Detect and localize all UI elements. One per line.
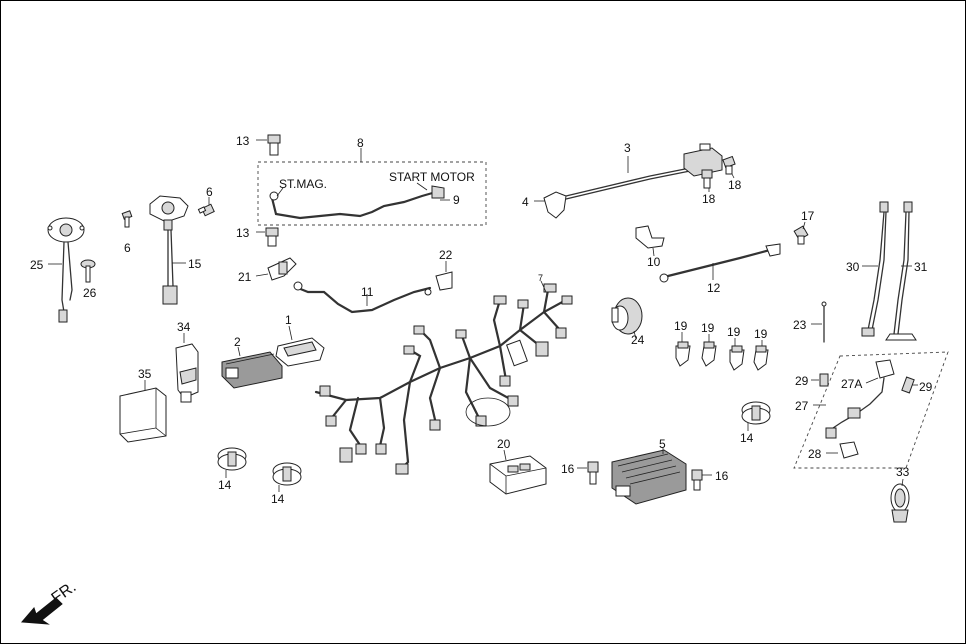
callout-19-b: 19: [701, 321, 715, 335]
part-22-terminal-cover: [435, 271, 453, 291]
callout-31: 31: [914, 260, 928, 274]
callout-26: 26: [83, 286, 97, 300]
callout-27: 27: [795, 399, 809, 413]
part-17-bolt: [793, 225, 809, 245]
part-19-clip-c: [729, 345, 745, 371]
part-19-clip-b: [701, 341, 717, 367]
callout-12: 12: [707, 281, 721, 295]
callout-19-d: 19: [754, 327, 768, 341]
callout-8: 8: [357, 136, 364, 150]
part-4-plug-cap: [543, 191, 567, 219]
part-20-control-unit: [489, 455, 547, 495]
callout-18-a: 18: [702, 192, 716, 206]
part-3-ignition-coil: [565, 143, 723, 200]
part-11-battery-cable: [293, 281, 432, 314]
part-35-module: [119, 387, 167, 443]
part-34-relay: [175, 343, 199, 403]
callout-18-b: 18: [728, 178, 742, 192]
callout-35: 35: [138, 367, 152, 381]
part-24-horn: [611, 297, 643, 335]
callout-19-a: 19: [674, 319, 688, 333]
callout-34: 34: [177, 320, 191, 334]
callout-4: 4: [522, 195, 529, 209]
callout-1: 1: [285, 313, 292, 327]
part-18-bolt-b: [722, 155, 736, 175]
part-19-clip-a: [675, 341, 691, 367]
part-19-clip-d: [753, 345, 769, 371]
part-14-clamp-c: [741, 401, 771, 425]
callout-20: 20: [497, 437, 511, 451]
callout-7: 7: [538, 273, 543, 283]
part-33-grommet: [890, 483, 910, 523]
callout-15: 15: [188, 257, 202, 271]
callout-3: 3: [624, 141, 631, 155]
callout-17: 17: [801, 209, 815, 223]
part-14-clamp-a: [217, 447, 247, 471]
callout-14-a: 14: [218, 478, 232, 492]
part-10-clip: [635, 225, 665, 249]
callout-25: 25: [30, 258, 44, 272]
part-2-connector: [221, 351, 283, 389]
callout-24: 24: [631, 333, 645, 347]
callout-29-left: 29: [795, 374, 809, 388]
part-29-bolt-left: [819, 373, 829, 387]
callout-33: 33: [896, 465, 910, 479]
callout-23: 23: [793, 318, 807, 332]
part-13-bolt-bottom: [265, 227, 279, 247]
part-14-clamp-b: [272, 462, 302, 486]
callout-14-c: 14: [740, 431, 754, 445]
callout-labels: 1 2 3 4 5 6 6 7 8 9 10 11 12 13 13 14 14…: [30, 134, 933, 607]
part-27-harness: [825, 377, 885, 439]
part-29-bolt-right: [901, 376, 915, 394]
part-16-bolt-right: [691, 469, 703, 491]
part-16-bolt-left: [587, 461, 599, 485]
part-26-screw: [80, 259, 96, 283]
callout-5: 5: [659, 437, 666, 451]
callout-6-left: 6: [124, 241, 131, 255]
part-27a-connector: [875, 359, 895, 379]
part-21-terminal-cover: [267, 257, 297, 281]
callout-14-b: 14: [271, 492, 285, 506]
callout-16-left: 16: [561, 462, 575, 476]
part-1-connector: [275, 337, 325, 367]
group-8-outline: [257, 161, 487, 226]
callout-9: 9: [453, 193, 460, 207]
callout-16-right: 16: [715, 469, 729, 483]
caption-st-mag: ST.MAG.: [279, 177, 327, 191]
part-15-sensor: [149, 195, 189, 305]
part-8-starter-cable: [269, 185, 445, 220]
callout-22: 22: [439, 248, 453, 262]
part-13-bolt-top: [267, 134, 281, 156]
part-12-ground-cable: [659, 243, 781, 283]
callout-11: 11: [361, 285, 374, 299]
callout-28: 28: [808, 447, 822, 461]
part-28-relay: [839, 441, 859, 459]
callout-30: 30: [846, 260, 860, 274]
part-30-lead: [861, 201, 889, 337]
callout-6-right: 6: [206, 185, 213, 199]
callout-21: 21: [238, 270, 252, 284]
callout-2: 2: [234, 335, 241, 349]
callout-13-top: 13: [236, 134, 250, 148]
group-27-outline: [793, 351, 949, 469]
part-7-main-harness: [314, 283, 573, 475]
part-5-regulator: [611, 449, 687, 505]
callout-13-bottom: 13: [236, 226, 250, 240]
part-6-bolt-left: [121, 210, 133, 228]
part-18-bolt-a: [701, 169, 713, 189]
part-23-pin: [821, 301, 827, 343]
part-25-sensor: [47, 217, 85, 323]
part-6-bolt-right: [197, 203, 215, 217]
front-direction-arrow-icon: [20, 597, 63, 625]
caption-start-motor: START MOTOR: [389, 170, 475, 184]
callout-19-c: 19: [727, 325, 741, 339]
callout-27a: 27A: [841, 377, 862, 391]
callout-29-right: 29: [919, 380, 933, 394]
callout-10: 10: [647, 255, 661, 269]
part-31-lead: [885, 201, 917, 341]
